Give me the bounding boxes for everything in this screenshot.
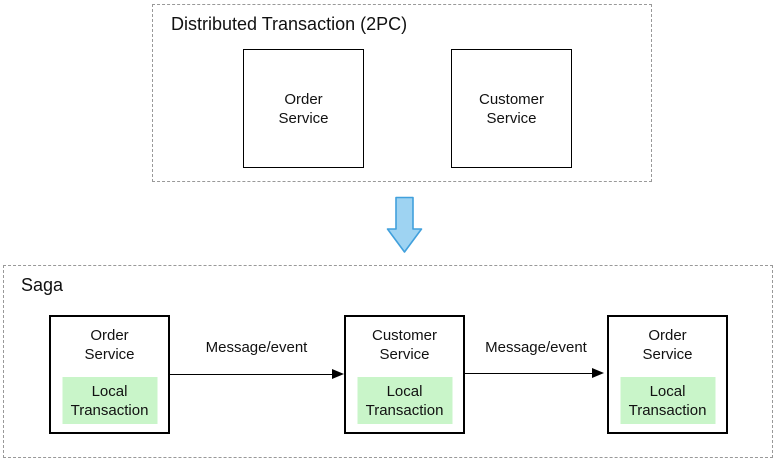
2pc-customer-service-box: Customer Service (451, 49, 572, 168)
down-arrow-icon (386, 196, 423, 253)
saga-title: Saga (21, 275, 64, 295)
message-arrowhead-icon-1 (332, 369, 344, 379)
message-event-label-1: Message/event (205, 339, 308, 356)
2pc-order-service-box: Order Service (243, 49, 364, 168)
message-arrow-line-2 (465, 373, 592, 374)
saga-customer-service-box: Customer Service Local Transaction (344, 315, 465, 434)
distributed-transaction-group: Distributed Transaction (2PC) Order Serv… (152, 4, 652, 182)
local-transaction-box: Local Transaction (357, 377, 452, 424)
message-arrowhead-icon-2 (592, 368, 604, 378)
saga-order-service-box-2: Order Service Local Transaction (607, 315, 728, 434)
saga-order-service-box-1: Order Service Local Transaction (49, 315, 170, 434)
local-transaction-box: Local Transaction (620, 377, 715, 424)
local-transaction-box: Local Transaction (62, 377, 157, 424)
order-service-label: Order Service (278, 90, 329, 127)
customer-service-label: Customer Service (371, 327, 438, 363)
local-transaction-label: Local Transaction (628, 382, 707, 419)
distributed-transaction-title: Distributed Transaction (2PC) (171, 14, 408, 34)
order-service-label: Order Service (84, 327, 135, 363)
saga-group: Saga Order Service Local Transaction Mes… (3, 265, 773, 458)
message-event-label-2: Message/event (485, 339, 587, 356)
order-service-label: Order Service (642, 327, 693, 363)
customer-service-label: Customer Service (478, 90, 545, 127)
message-arrow-line-1 (169, 374, 332, 375)
local-transaction-label: Local Transaction (70, 382, 149, 419)
local-transaction-label: Local Transaction (365, 382, 444, 419)
